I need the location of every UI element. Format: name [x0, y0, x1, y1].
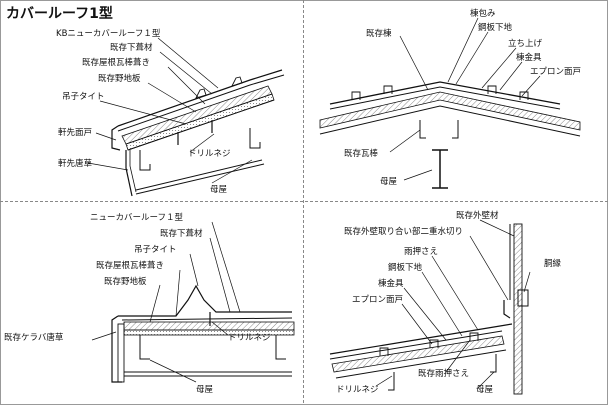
- panel-eave: KBニューカバールーフ１型 既存下葺材 既存屋根瓦棒葺き 既存野地板 吊子タイト…: [56, 29, 285, 197]
- label-clip-tight: 吊子タイト: [134, 245, 177, 255]
- label-furring: 胴縁: [544, 258, 562, 269]
- label-steel-substrate: 鋼板下地: [388, 262, 423, 273]
- label-purlin: 母屋: [380, 177, 398, 187]
- label-purlin: 母屋: [196, 385, 214, 395]
- label-ridge-bracket: 棟金具: [516, 52, 542, 63]
- label-eave-karakusa: 軒先唐草: [58, 158, 93, 169]
- label-ridge-cover: 棟包み: [470, 8, 496, 19]
- label-drill-screw: ドリルネジ: [336, 385, 379, 395]
- label-new-cover-roof: ニューカバールーフ１型: [90, 213, 183, 223]
- label-existing-underlay: 既存下葺材: [160, 228, 203, 239]
- label-existing-underlay: 既存下葺材: [110, 42, 153, 53]
- label-purlin: 母屋: [210, 185, 228, 195]
- panel-ridge: 棟包み 鋼板下地 既存棟 立ち上げ 棟金具 エプロン面戸 既存瓦棒 母屋: [319, 8, 581, 189]
- label-double-flashing: 既存外壁取り合い部二重水切り: [344, 226, 463, 237]
- label-steel-substrate: 鋼板下地: [478, 22, 513, 33]
- label-purlin: 母屋: [476, 385, 494, 395]
- label-existing-sheathing: 既存野地板: [104, 276, 147, 287]
- panel-verge: ニューカバールーフ１型 既存下葺材 吊子タイト 既存屋根瓦棒葺き 既存野地板 既…: [4, 213, 295, 395]
- label-drill-screw: ドリルネジ: [188, 149, 231, 159]
- label-drill-screw: ドリルネジ: [228, 333, 271, 343]
- label-clip-tight: 吊子タイト: [62, 92, 105, 102]
- label-existing-ridge: 既存棟: [366, 28, 392, 39]
- label-existing-wall: 既存外壁材: [456, 210, 499, 221]
- label-eave-closure: 軒先面戸: [58, 127, 92, 138]
- label-ridge-bracket: 棟金具: [378, 278, 404, 289]
- label-existing-batten-roof: 既存屋根瓦棒葺き: [96, 260, 164, 271]
- label-apron-closure: エプロン面戸: [352, 295, 403, 305]
- label-existing-batten-roof: 既存屋根瓦棒葺き: [82, 57, 150, 68]
- label-existing-sheathing: 既存野地板: [98, 73, 141, 84]
- label-rain-flashing: 雨押さえ: [404, 246, 438, 257]
- label-apron-closure: エプロン面戸: [530, 67, 581, 77]
- label-existing-batten: 既存瓦棒: [344, 148, 379, 159]
- label-kb-cover-roof: KBニューカバールーフ１型: [56, 29, 161, 39]
- label-upstand: 立ち上げ: [508, 38, 543, 49]
- page-title: カバールーフ1型: [6, 5, 113, 22]
- label-existing-rain-flashing: 既存雨押さえ: [418, 368, 469, 379]
- label-existing-verge-karakusa: 既存ケラバ唐草: [4, 332, 64, 343]
- panel-wall-abutment: 既存外壁材 既存外壁取り合い部二重水切り 雨押さえ 鋼板下地 棟金具 エプロン面…: [329, 210, 562, 395]
